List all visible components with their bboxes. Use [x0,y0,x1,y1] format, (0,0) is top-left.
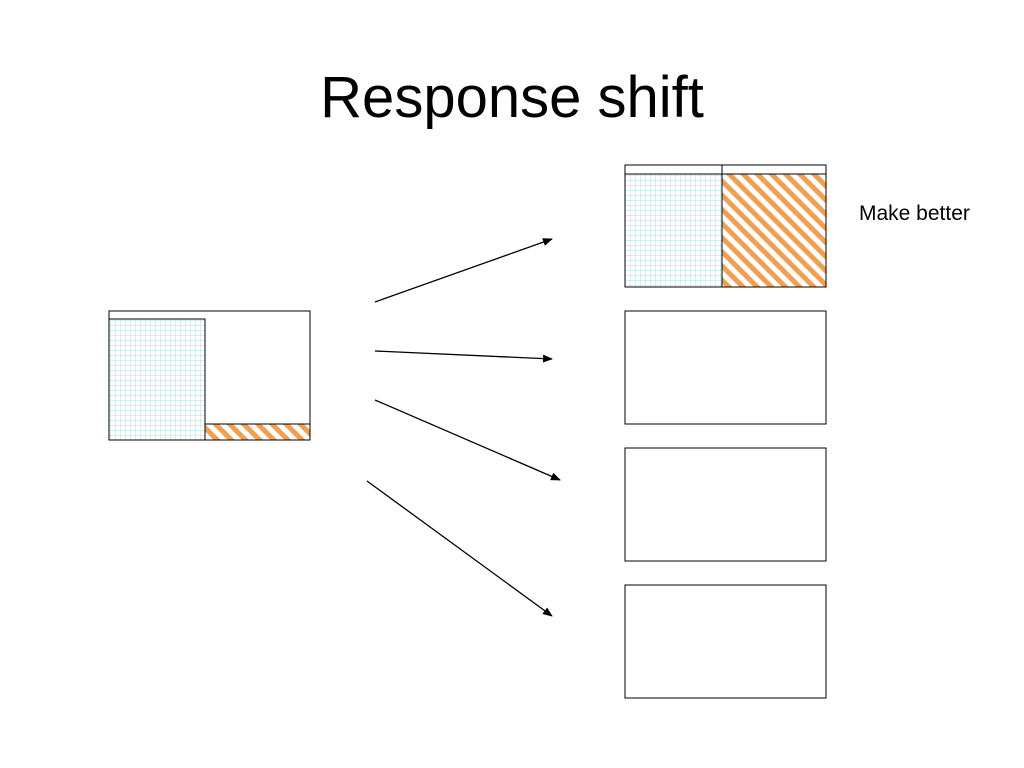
target-1-grid-bar [624,173,723,288]
source-grid-bar [108,318,206,441]
target-chart-2 [624,310,827,425]
target-chart-3 [624,447,827,562]
target-chart-4 [624,584,827,699]
target-chart-1 [624,164,827,288]
source-hatch-bar [204,423,311,441]
arrow-4 [366,480,553,617]
arrow-2 [374,350,553,363]
arrow-1 [374,238,553,303]
target-1-hatch-bar [721,173,827,288]
arrows [366,238,561,617]
slide-title: Response shift [320,65,704,130]
arrow-3 [374,399,561,481]
source-chart [108,310,311,441]
make-better-label: Make better [859,202,970,225]
